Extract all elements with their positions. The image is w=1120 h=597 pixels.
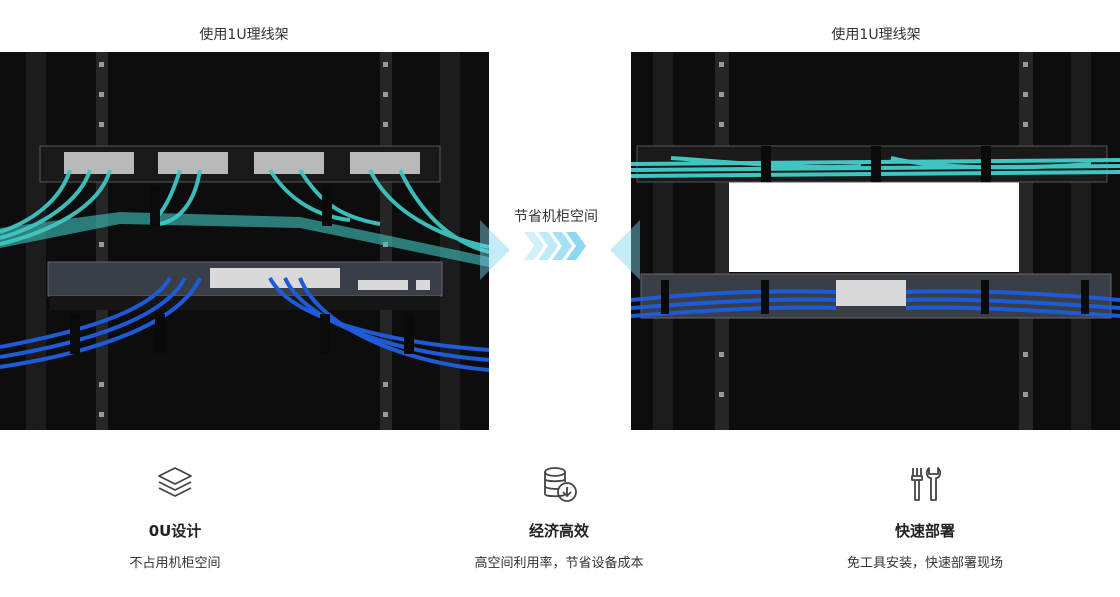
feature-desc: 不占用机柜空间	[129, 556, 221, 571]
feature-zero-u-design: 0U设计 不占用机柜空间	[45, 462, 305, 571]
feature-cost-effective: 经济高效 高空间利用率，节省设备成本	[429, 462, 689, 571]
save-space-label: 节省机柜空间	[514, 209, 598, 225]
feature-title: 快速部署	[894, 522, 955, 540]
feature-fast-deploy: 快速部署 免工具安装，快速部署现场	[795, 462, 1055, 571]
left-panel-caption: 使用1U理线架	[199, 27, 289, 43]
feature-title: 经济高效	[528, 522, 589, 540]
feature-desc: 高空间利用率，节省设备成本	[474, 556, 644, 571]
tools-icon	[911, 467, 942, 501]
chevron-arrows-icon	[524, 232, 596, 260]
right-rack-image	[631, 52, 1120, 430]
feature-desc: 免工具安装，快速部署现场	[846, 556, 1003, 571]
left-rack-image	[0, 52, 489, 430]
right-panel-caption: 使用1U理线架	[831, 27, 921, 43]
feature-title: 0U设计	[148, 522, 202, 540]
database-download-icon	[544, 467, 577, 502]
layers-icon	[158, 467, 192, 497]
flow-arrows	[480, 220, 640, 280]
